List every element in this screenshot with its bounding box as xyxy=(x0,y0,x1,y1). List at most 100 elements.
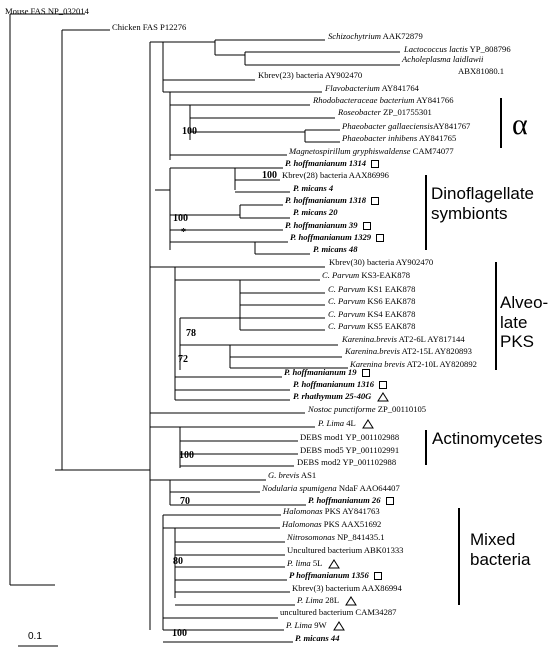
taxon-name-part: AY841766 xyxy=(414,95,454,105)
taxon-name-part: Roseobacter xyxy=(338,107,381,117)
taxon-name-part: P. Lima xyxy=(297,595,324,605)
taxon-name-part: KS6 EAK878 xyxy=(365,296,416,306)
taxon-name-part: C. Parvum xyxy=(328,309,366,319)
group-label-alpha: α xyxy=(512,108,528,141)
taxon-label: P. Lima 9W xyxy=(286,621,327,630)
taxon-name-part: PKS AAX51692 xyxy=(321,519,382,529)
scale-bar-label: 0.1 xyxy=(28,631,42,642)
taxon-name-part: Kbrev(23) bacteria AY902470 xyxy=(258,70,363,80)
taxon-label: Kbrev(3) bacterium AAX86994 xyxy=(292,584,402,593)
taxon-name-part: AY841767 xyxy=(432,121,471,131)
taxon-label: Roseobacter ZP_01755301 xyxy=(338,108,432,117)
taxon-label: Kbrev(23) bacteria AY902470 xyxy=(258,71,362,80)
taxon-label: P hoffmanianum 1356 xyxy=(289,571,369,580)
bootstrap-value: 100 xyxy=(182,126,197,137)
group-label-mixed-bacteria: Mixed bacteria xyxy=(470,530,530,569)
taxon-label: Karenina.brevis AT2-6L AY817144 xyxy=(342,335,465,344)
taxon-name-part: 4L xyxy=(344,418,356,428)
taxon-name-part: P hoffmanianum 1356 xyxy=(289,570,369,580)
taxon-name-part: Phaeobacter inhibens xyxy=(342,133,418,143)
square-marker-icon xyxy=(362,222,371,230)
taxon-name-part: AY841764 xyxy=(379,83,419,93)
taxon-name-part: Lactococcus lactis xyxy=(404,44,468,54)
square-marker-icon xyxy=(379,381,388,389)
taxon-name-part: P. micans 4 xyxy=(293,183,334,193)
taxon-label: Phaeobacter inhibens AY841765 xyxy=(342,134,456,143)
bootstrap-value: 72 xyxy=(178,354,188,365)
taxon-name-part: ABX81080.1 xyxy=(458,66,505,76)
taxon-label: C. Parvum KS3-EAK878 xyxy=(322,271,410,280)
taxon-name-part: P. hoffmanianum 1318 xyxy=(285,195,367,205)
taxon-label: Schizochytrium AAK72879 xyxy=(328,32,423,41)
group-bar-alpha xyxy=(500,98,502,148)
taxon-label: P. Lima 4L xyxy=(318,419,356,428)
bootstrap-value: 70 xyxy=(180,496,190,507)
taxon-name-part: Rhodobacteraceae bacterium xyxy=(313,95,415,105)
group-label-alveolate-pks: Alveo- late PKS xyxy=(500,293,548,352)
taxon-name-part: C. Parvum xyxy=(328,284,366,294)
taxon-name-part: NP_841435.1 xyxy=(334,532,385,542)
group-bar-alveolate xyxy=(495,262,497,370)
taxon-name-part: P. hoffmanianum 1329 xyxy=(290,232,372,242)
taxon-label: Nodularia spumigena NdaF AAO64407 xyxy=(262,484,400,493)
group-label-line: Actinomycetes xyxy=(432,429,543,448)
taxon-name-part: Halomonas xyxy=(282,519,322,529)
taxon-name-part: PKS AY841763 xyxy=(322,506,380,516)
taxon-label: C. Parvum KS1 EAK878 xyxy=(328,285,415,294)
taxon-name-part: Acholeplasma laidlawii xyxy=(402,54,484,64)
taxon-name-part: P. hoffmanianum 39 xyxy=(285,220,358,230)
bootstrap-value: 80 xyxy=(173,556,183,567)
taxon-name-part: G. brevis xyxy=(268,470,300,480)
taxon-name-part: P. micans 44 xyxy=(295,633,340,643)
taxon-name-part: Kbrev(30) bacteria AY902470 xyxy=(329,257,434,267)
taxon-label: P. hoffmanianum 19 xyxy=(284,368,357,377)
group-bar-dinoflagellate xyxy=(425,175,427,250)
taxon-label: C. Parvum KS5 EAK878 xyxy=(328,322,415,331)
taxon-label: ABX81080.1 xyxy=(458,67,504,76)
group-bar-mixed-bacteria xyxy=(458,508,460,605)
taxon-label: Karenina brevis AT2-10L AY820892 xyxy=(350,360,477,369)
taxon-name-part: Magnetospirillum gryphiswaldense xyxy=(289,146,411,156)
square-marker-icon xyxy=(361,369,370,377)
taxon-label: Flavobacterium AY841764 xyxy=(325,84,419,93)
taxon-name-part: KS1 EAK878 xyxy=(365,284,416,294)
taxon-name-part: Flavobacterium xyxy=(325,83,380,93)
square-marker-icon xyxy=(371,160,380,168)
taxon-name-part: P. micans 20 xyxy=(293,207,338,217)
taxon-name-part: Kbrev(28) bacteria AAX86996 xyxy=(282,170,389,180)
taxon-name-part: P. micans 48 xyxy=(313,244,358,254)
taxon-name-part: Nodularia spumigena xyxy=(262,483,337,493)
taxon-name-part: AT2-10L AY820892 xyxy=(404,359,477,369)
taxon-label: P. hoffmanianum 1316 xyxy=(293,380,374,389)
taxon-name-part: AT2-6L AY817144 xyxy=(396,334,465,344)
taxon-label: Lactococcus lactis YP_808796 xyxy=(404,45,511,54)
taxon-name-part: KS4 EAK878 xyxy=(365,309,416,319)
taxon-label: P. Lima 28L xyxy=(297,596,339,605)
square-marker-icon xyxy=(371,197,380,205)
taxon-name-part: Phaeobacter gallaeciensis xyxy=(342,121,433,131)
taxon-name-part: ZP_01755301 xyxy=(380,107,432,117)
square-marker-icon xyxy=(385,497,394,505)
taxon-name-part: Kbrev(3) bacterium AAX86994 xyxy=(292,583,402,593)
taxon-label: Halomonas PKS AAX51692 xyxy=(282,520,381,529)
taxon-name-part: 5L xyxy=(310,558,323,568)
taxon-name-part: P. Lima xyxy=(286,620,313,630)
taxon-label: Rhodobacteraceae bacterium AY841766 xyxy=(313,96,454,105)
taxon-label: P. micans 48 xyxy=(313,245,358,254)
taxon-label: Nitrosomonas NP_841435.1 xyxy=(287,533,385,542)
taxon-name-part: P. hoffmanianum 26 xyxy=(308,495,381,505)
group-label-dinoflagellate-symbionts: Dinoflagellate symbionts xyxy=(431,184,534,223)
taxon-name-part: P. hoffmanianum 1316 xyxy=(293,379,375,389)
group-label-line: PKS xyxy=(500,332,535,352)
taxon-label: C. Parvum KS6 EAK878 xyxy=(328,297,415,306)
square-marker-icon xyxy=(376,234,385,242)
taxon-name-part: Karenina.brevis xyxy=(345,346,400,356)
taxon-label: Nostoc punctiforme ZP_00110105 xyxy=(308,405,426,414)
group-label-line: Alveo- xyxy=(500,293,549,312)
taxon-label: P. hoffmanianum 26 xyxy=(308,496,381,505)
bootstrap-value: 100 xyxy=(179,450,194,461)
taxon-name-part: KS3-EAK878 xyxy=(359,270,411,280)
taxon-label: Halomonas PKS AY841763 xyxy=(283,507,380,516)
taxon-name-part: Halomonas xyxy=(283,506,323,516)
